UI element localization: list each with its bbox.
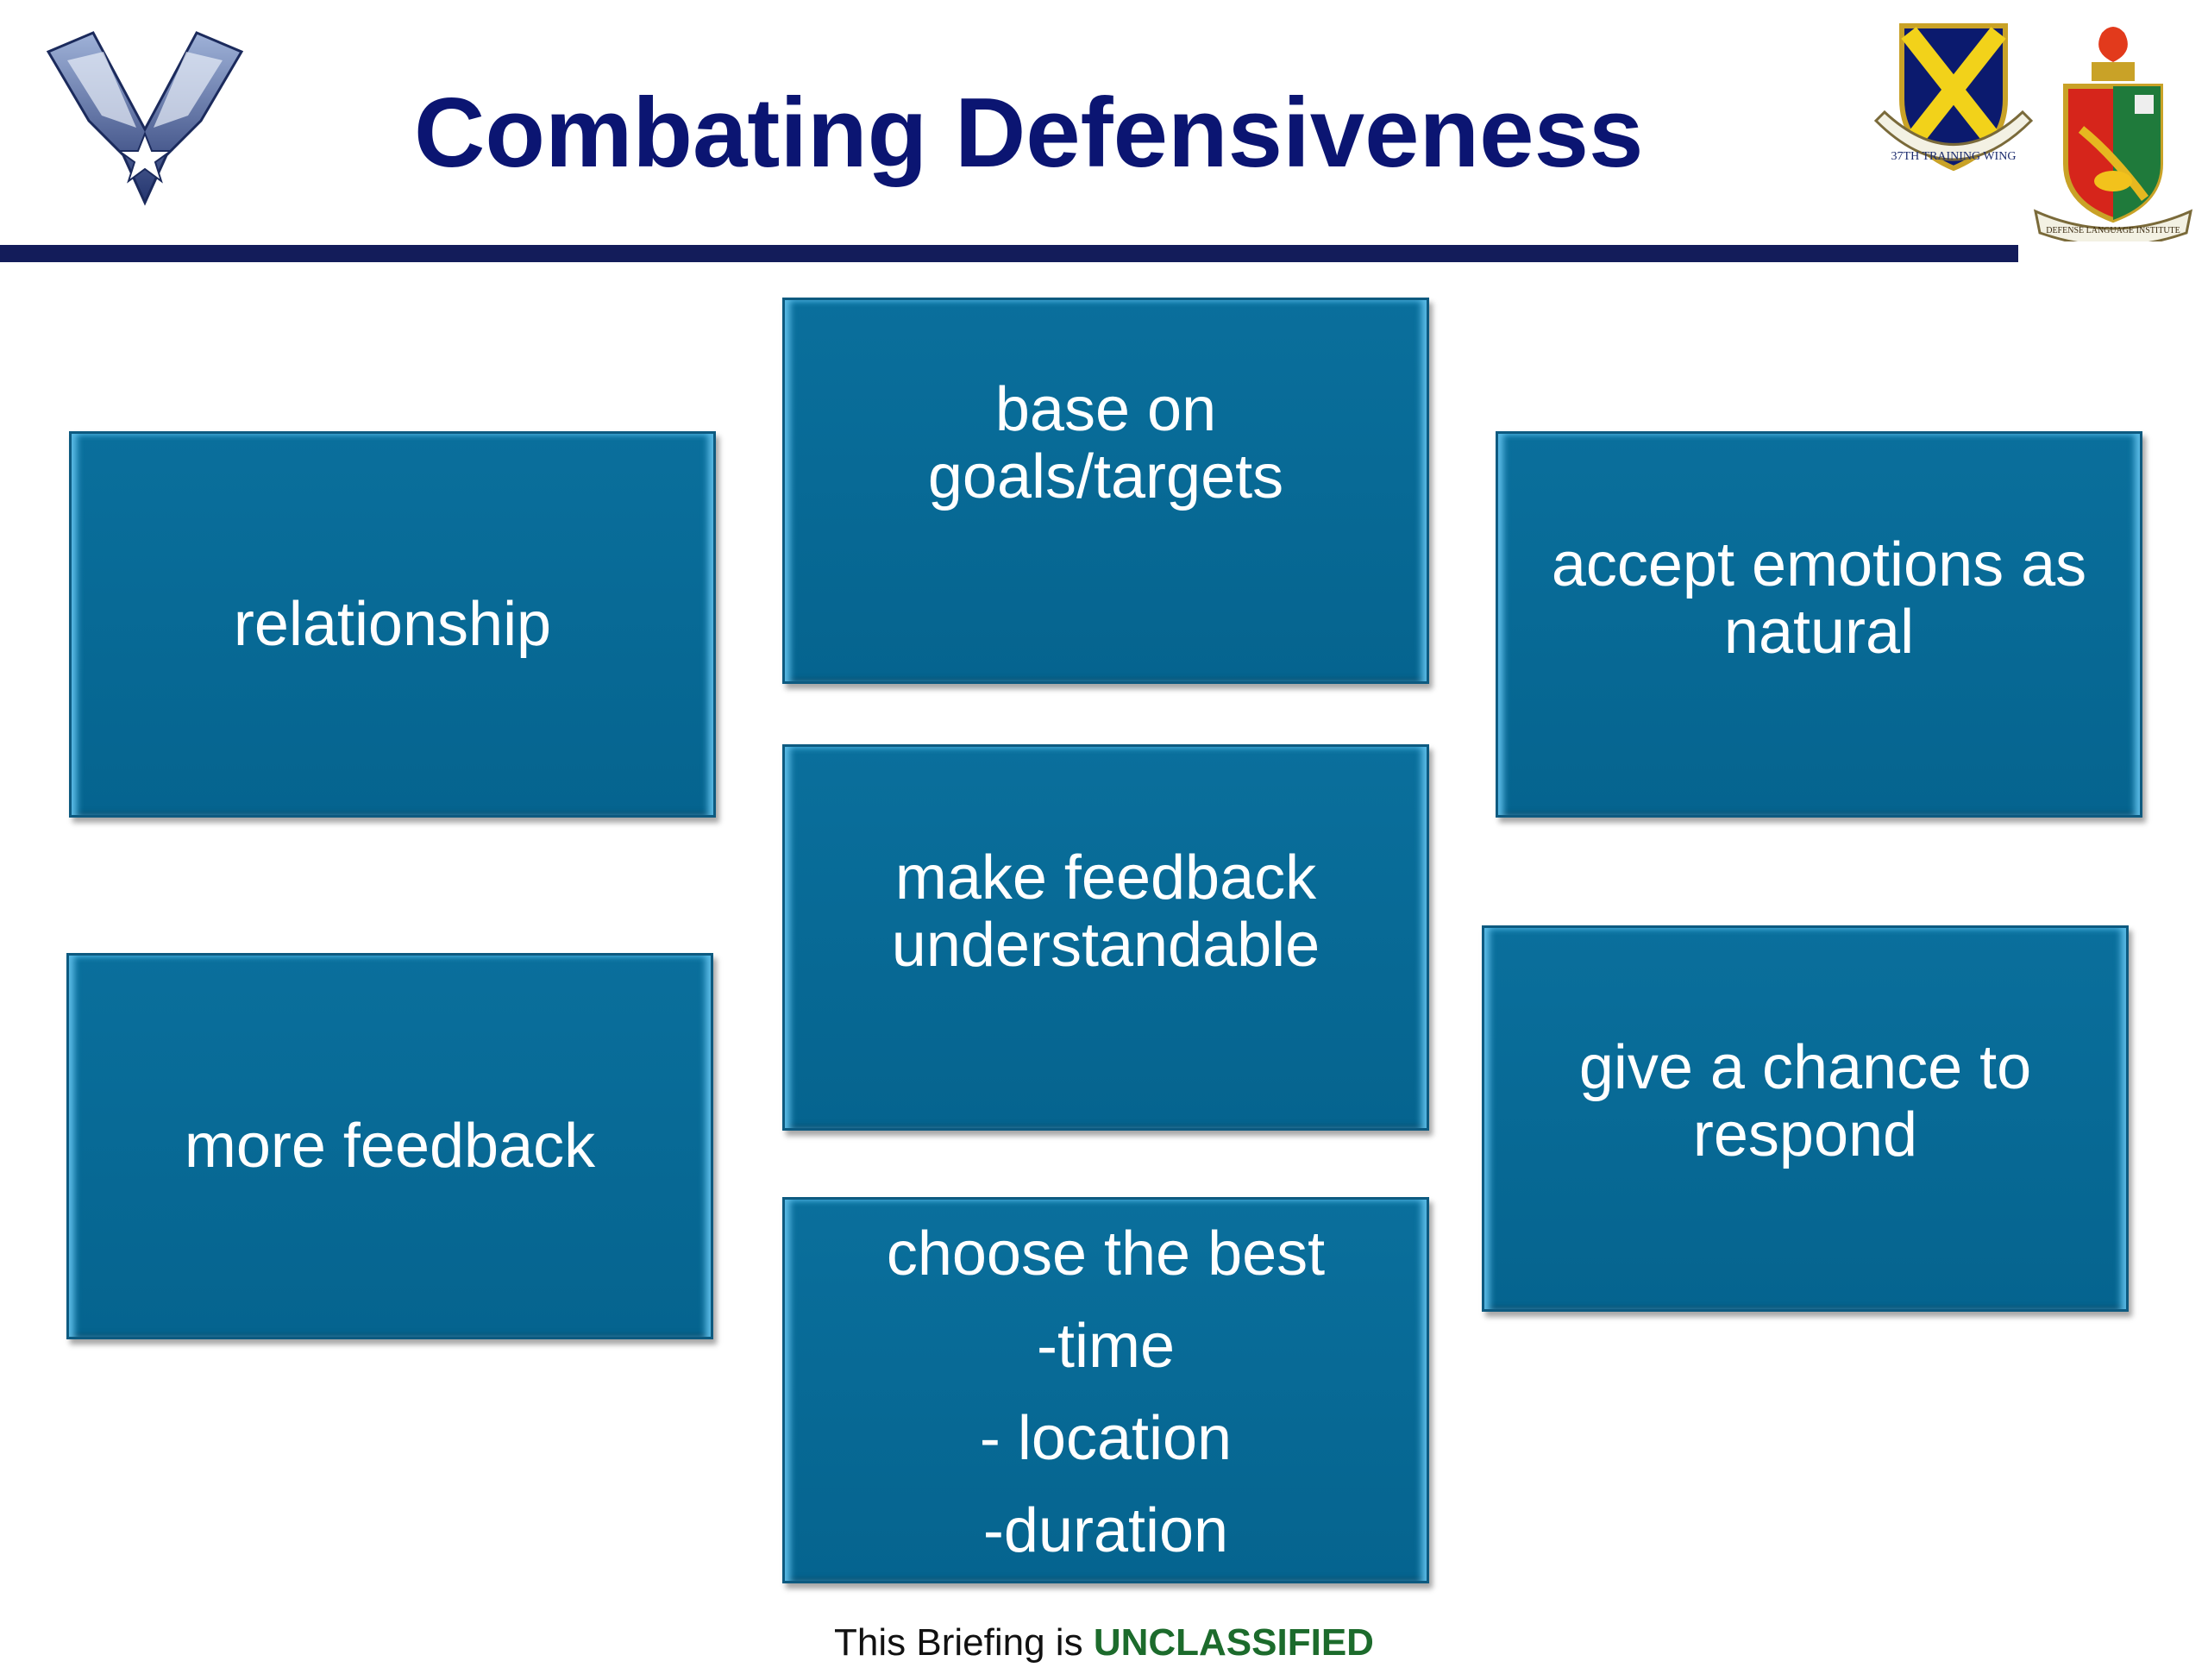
box-relationship: relationship [69,431,716,818]
box-chance-to-respond: give a chance to respond [1482,925,2129,1312]
dli-crest-logo: DEFENSE LANGUAGE INSTITUTE [2033,27,2193,241]
training-wing-shield-logo: 37TH TRAINING WING [1873,23,2034,172]
box-emotions-label: accept emotions as natural [1551,530,2087,667]
choose-line-time: -time [1037,1312,1175,1381]
box-more-label: more feedback [184,1112,596,1181]
dli-scroll-text: DEFENSE LANGUAGE INSTITUTE [2046,226,2180,235]
box-choose-best: choose the best -time - location -durati… [782,1197,1429,1583]
wing-seal-text: 37TH TRAINING WING [1891,150,2017,163]
box-respond-label: give a chance to respond [1578,1033,2032,1169]
box-goals-targets: base on goals/targets [782,298,1429,684]
footer-prefix: This Briefing is [834,1621,1083,1664]
box-understandable: make feedback understandable [782,744,1429,1131]
title-rule [0,245,2018,262]
box-understand-label: make feedback understandable [891,843,1320,980]
classification-label: UNCLASSIFIED [1093,1621,1374,1664]
box-relationship-label: relationship [233,590,552,659]
box-goals-label: base on goals/targets [927,375,1284,511]
choose-line-duration: -duration [982,1496,1229,1565]
slide-title: Combating Defensiveness [414,78,1644,188]
choose-line-1: choose the best [886,1219,1326,1288]
classification-footer: This Briefing is UNCLASSIFIED [0,1621,2208,1664]
air-force-logo [46,31,244,206]
choose-line-location: - location [979,1404,1233,1473]
box-accept-emotions: accept emotions as natural [1496,431,2142,818]
box-more-feedback: more feedback [66,953,713,1339]
